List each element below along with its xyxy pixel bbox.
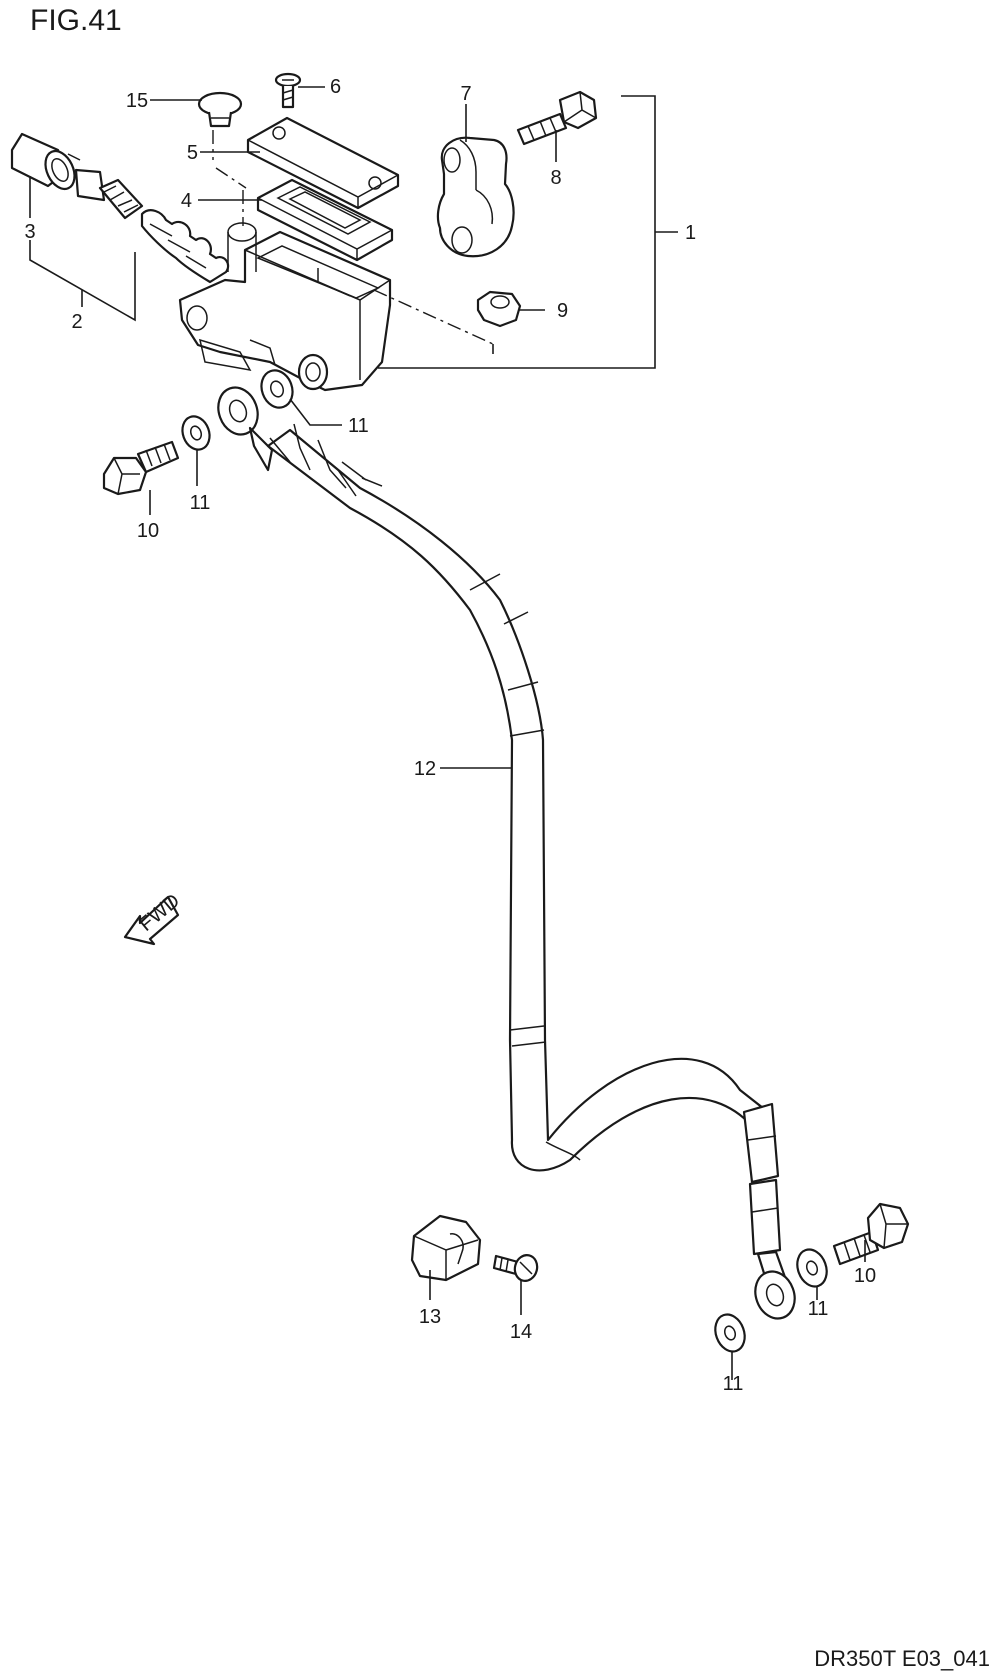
part-11-upper-washers <box>181 369 294 451</box>
callout-3: 3 <box>24 221 35 243</box>
alignment-center-lines <box>212 130 494 354</box>
callout-6: 6 <box>330 76 341 98</box>
callout-9: 9 <box>557 300 568 322</box>
part-2-piston-kit <box>74 168 230 284</box>
callout-2: 2 <box>71 311 82 333</box>
assembly-bracket <box>29 95 678 369</box>
callout-7: 7 <box>460 83 471 105</box>
callout-12: 12 <box>414 758 436 780</box>
callout-11-upper-left: 11 <box>190 492 211 514</box>
callout-11-lower-right: 11 <box>808 1298 829 1320</box>
callout-4: 4 <box>181 190 192 212</box>
callout-13: 13 <box>419 1306 441 1328</box>
callout-10-lower: 10 <box>854 1265 876 1287</box>
part-6-screw <box>274 72 302 109</box>
part-10-lower-banjo-bolt <box>832 1202 910 1266</box>
part-14-screw <box>492 1254 539 1282</box>
callout-1: 1 <box>685 222 696 244</box>
callout-8: 8 <box>550 167 561 189</box>
figure-title: FIG.41 <box>30 4 122 37</box>
callout-11-lower-left: 11 <box>723 1373 744 1395</box>
part-8-clamp-bolt <box>516 90 598 146</box>
callout-numbers: 1 2 3 4 5 6 7 8 9 10 11 11 12 13 14 15 1… <box>24 76 876 1395</box>
callout-11-upper-right: 11 <box>348 415 369 437</box>
part-13-hose-clamp <box>410 1214 482 1282</box>
part-3-piston-boot <box>10 132 81 191</box>
part-1-master-cylinder <box>178 222 392 392</box>
drawing-code: DR350T E03_041 <box>814 1646 990 1671</box>
callout-15: 15 <box>126 90 148 112</box>
part-7-handlebar-clamp <box>436 136 515 258</box>
part-9-nut <box>476 290 522 328</box>
part-11-lower-washers <box>714 1248 828 1353</box>
callout-5: 5 <box>187 142 198 164</box>
part-4-diaphragm <box>256 178 394 262</box>
part-10-upper-banjo-bolt <box>102 440 180 496</box>
forward-direction-arrow: FWD <box>123 890 184 946</box>
leader-lines <box>29 86 866 1380</box>
part-12-brake-hose <box>217 386 796 1320</box>
callout-14: 14 <box>510 1321 532 1343</box>
part-15-cap-plug <box>197 91 243 128</box>
callout-10-upper: 10 <box>137 520 159 542</box>
